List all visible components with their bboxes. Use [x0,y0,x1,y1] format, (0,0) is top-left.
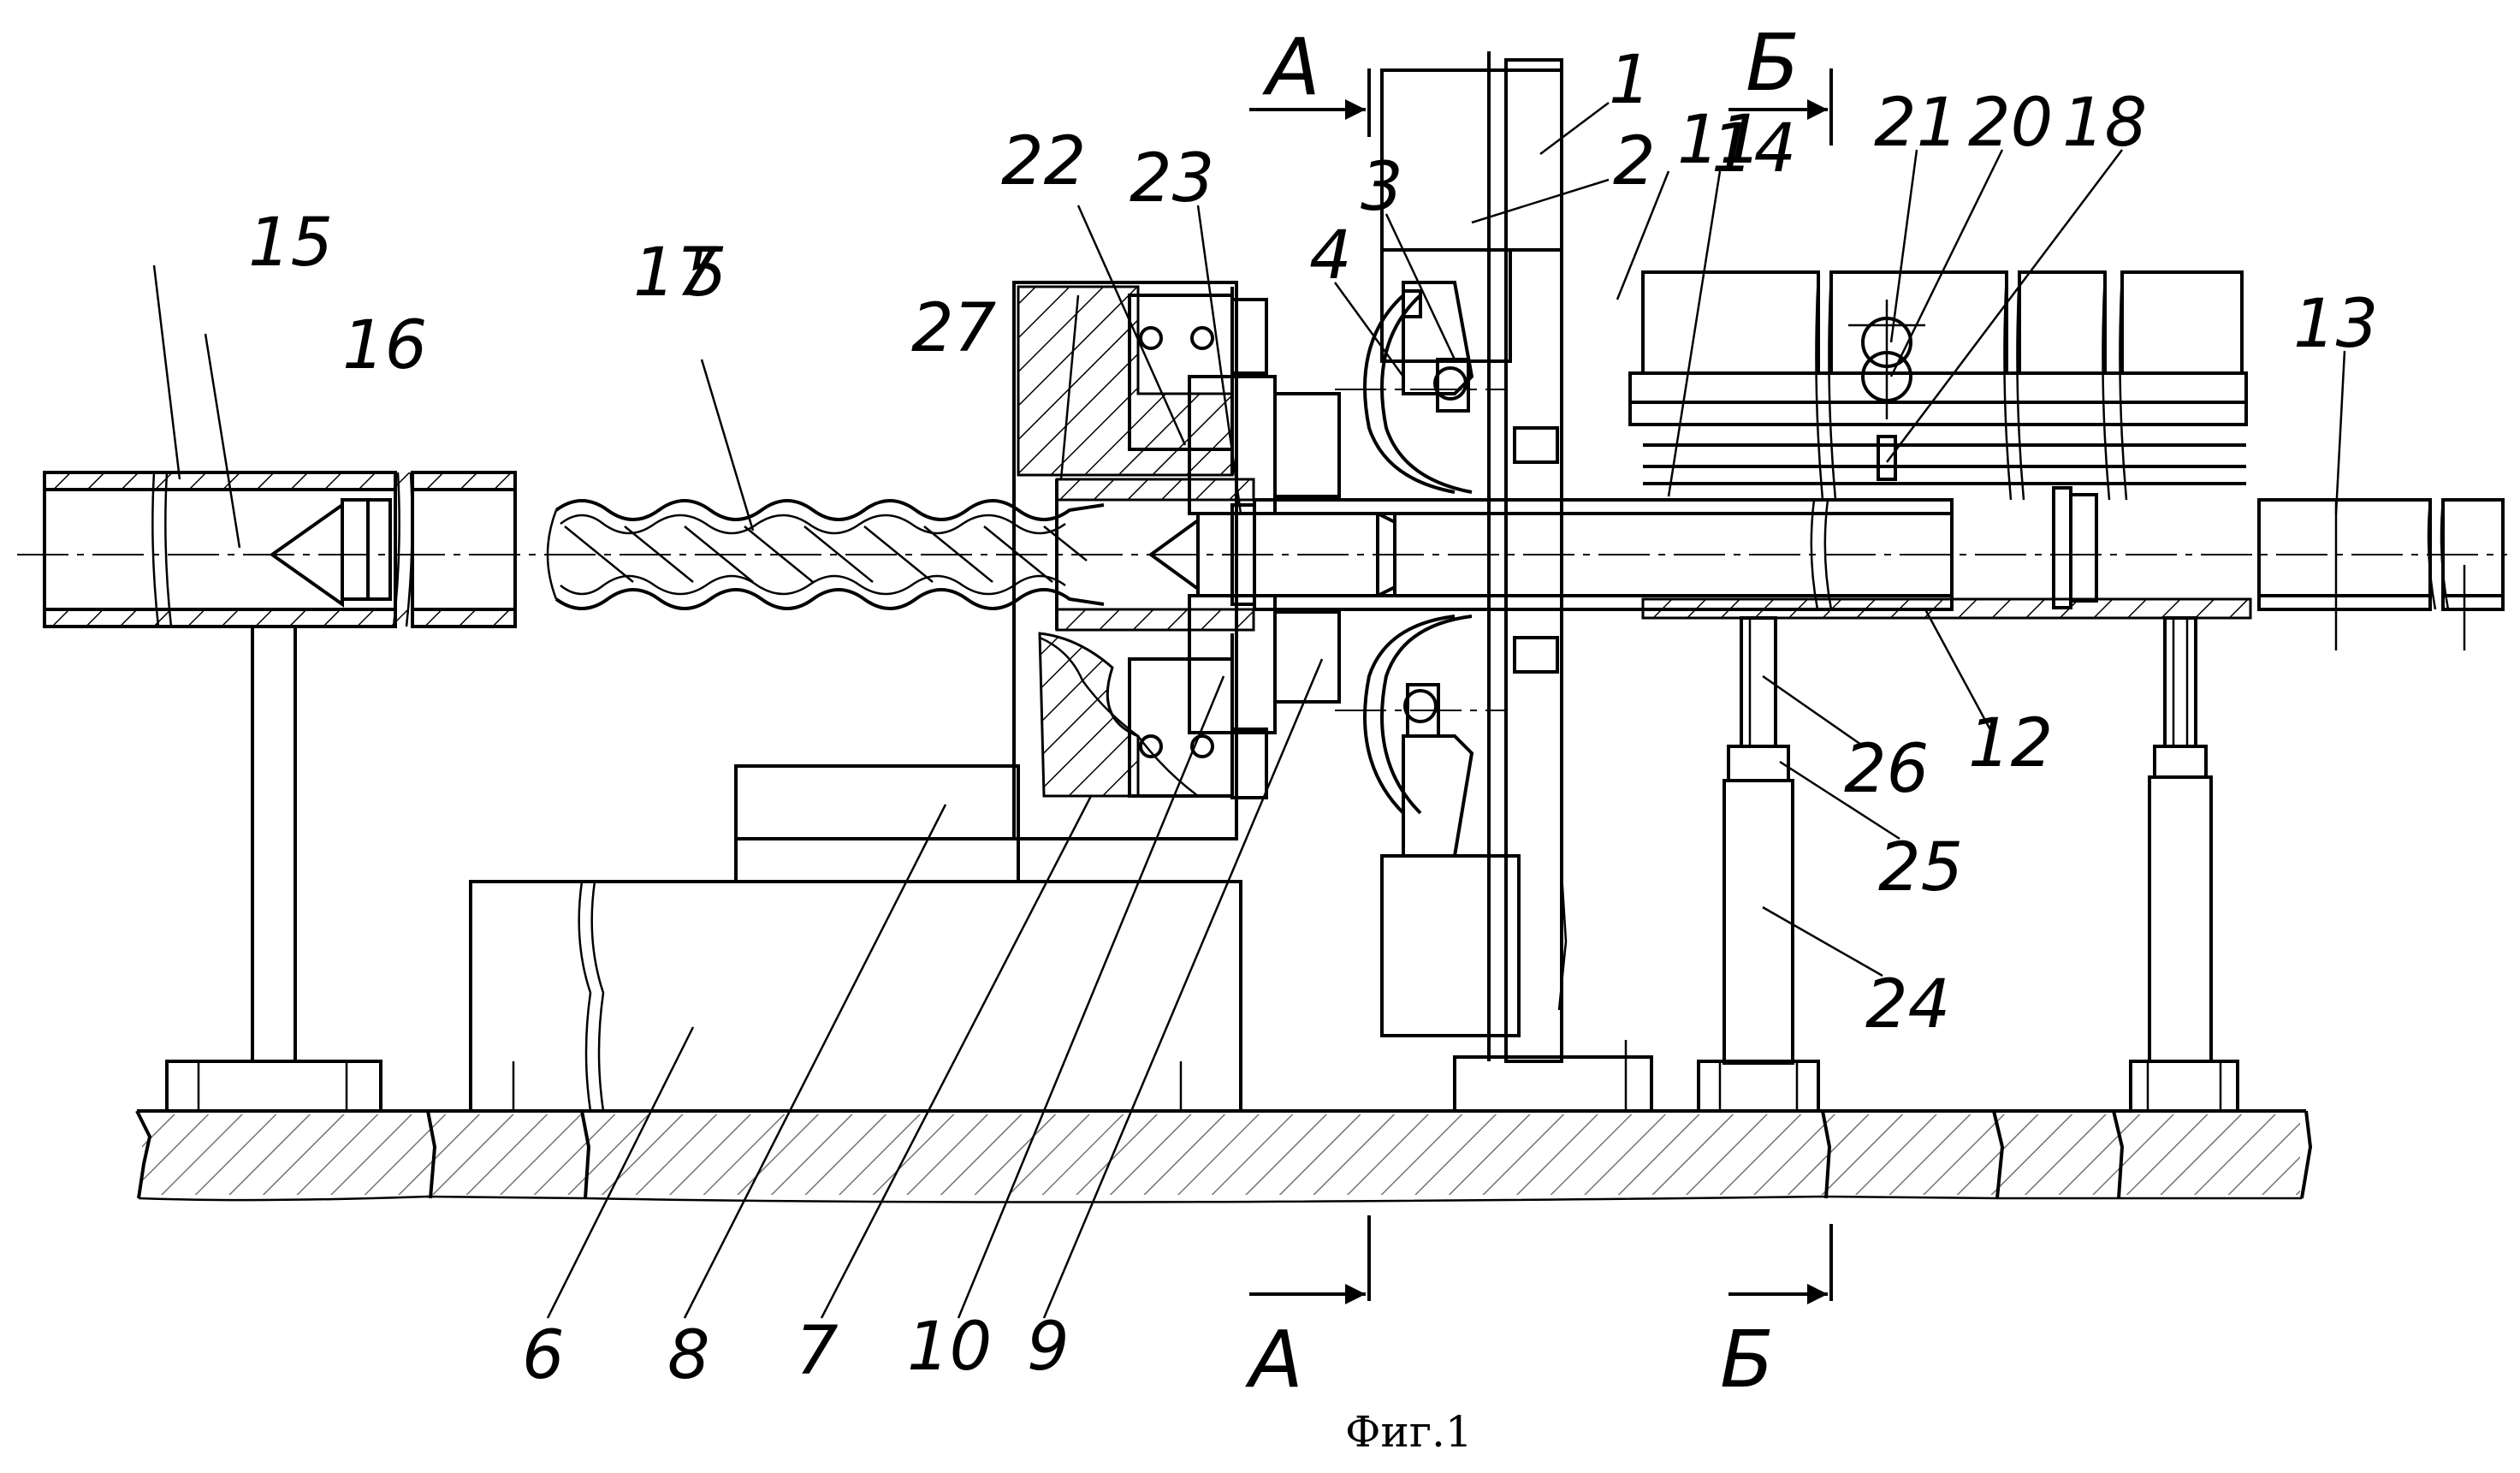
label-16: 16 [342,307,427,384]
label-3: 3 [1361,149,1403,226]
block-8 [736,766,1232,882]
label-10: 10 [907,1309,992,1386]
cylinder-24 [1699,618,1818,1111]
label-23: 23 [1130,140,1214,217]
label-8: 8 [667,1317,710,1394]
ground-foundation [137,1111,2310,1203]
support-post-15 [167,627,381,1111]
section-letter-b-bottom: Б [1720,1314,1774,1405]
section-letter-b-top: Б [1746,17,1800,109]
roller-lower [1335,616,1506,856]
label-18: 18 [2062,85,2147,162]
label-24: 24 [1865,966,1950,1043]
pins-20-21 [1848,300,1925,479]
section-letter-a-bottom: А [1245,1314,1303,1405]
label-13: 13 [2293,286,2378,363]
label-20: 20 [1968,85,2053,162]
label-6: 6 [522,1317,565,1394]
label-22: 22 [1001,123,1086,200]
stand-foot [1455,428,1651,1111]
pipe-13 [2259,500,2503,650]
label-12: 12 [1968,705,2053,782]
label-1: 1 [1609,42,1651,119]
bearing-22 [1130,295,1232,796]
drive-9 [1275,394,1339,702]
tube-12 [1643,488,2250,618]
label-2: 2 [1613,123,1656,200]
label-14: 14 [1711,110,1796,187]
label-27: 27 [911,290,996,367]
label-15: 15 [248,205,333,282]
plug-16 [272,500,390,604]
label-9: 9 [1027,1309,1070,1386]
label-4: 4 [1309,217,1352,294]
figure-caption: Фиг.1 [1345,1407,1473,1457]
label-25: 25 [1878,829,1963,906]
label-21: 21 [1874,85,1959,162]
carriage-11 [1630,272,2246,500]
label-17: 17 [633,235,718,312]
label-7: 7 [796,1313,839,1390]
label-26: 26 [1844,731,1929,808]
section-letter-a-top: А [1262,21,1320,113]
cylinder-right [2131,618,2238,1111]
